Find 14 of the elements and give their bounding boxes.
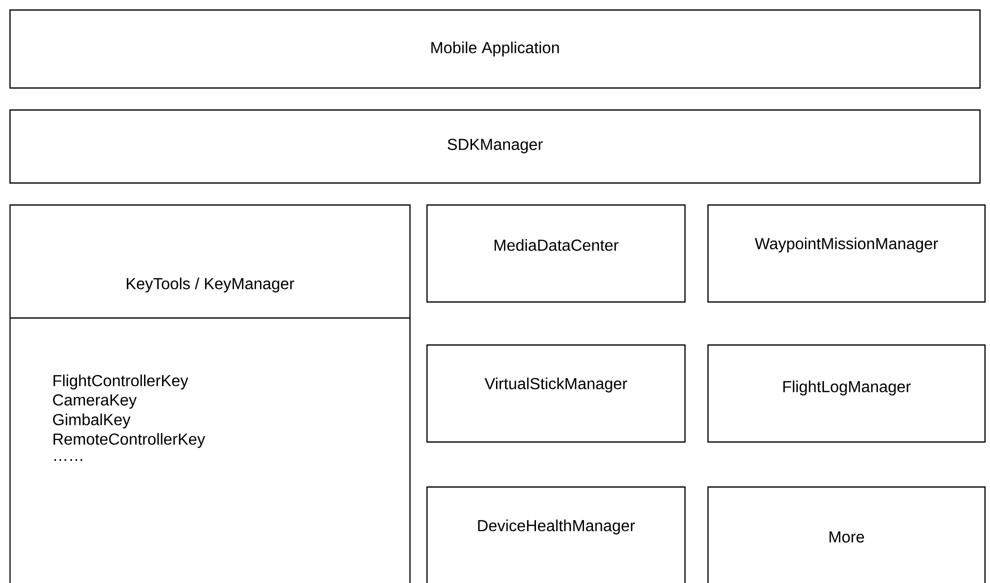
box-heading: KeyTools / KeyManager [126, 278, 294, 292]
list-item: RemoteControllerKey [54, 433, 206, 448]
component-box: DeviceHealthManager [426, 486, 686, 583]
component-box: VirtualStickManager [426, 344, 686, 443]
component-box: More [707, 486, 986, 583]
list-item: FlightControllerKey [54, 374, 188, 390]
component-box: WaypointMissionManager [707, 204, 986, 303]
list-item: …… [54, 459, 82, 461]
list-item: CameraKey [53, 394, 137, 409]
component-box: Mobile Application [9, 9, 981, 89]
component-box: FlightLogManager [707, 344, 986, 443]
list-item: GimbalKey [53, 414, 130, 428]
component-box: MediaDataCenter [426, 204, 686, 303]
component-box: SDKManager [9, 109, 981, 184]
